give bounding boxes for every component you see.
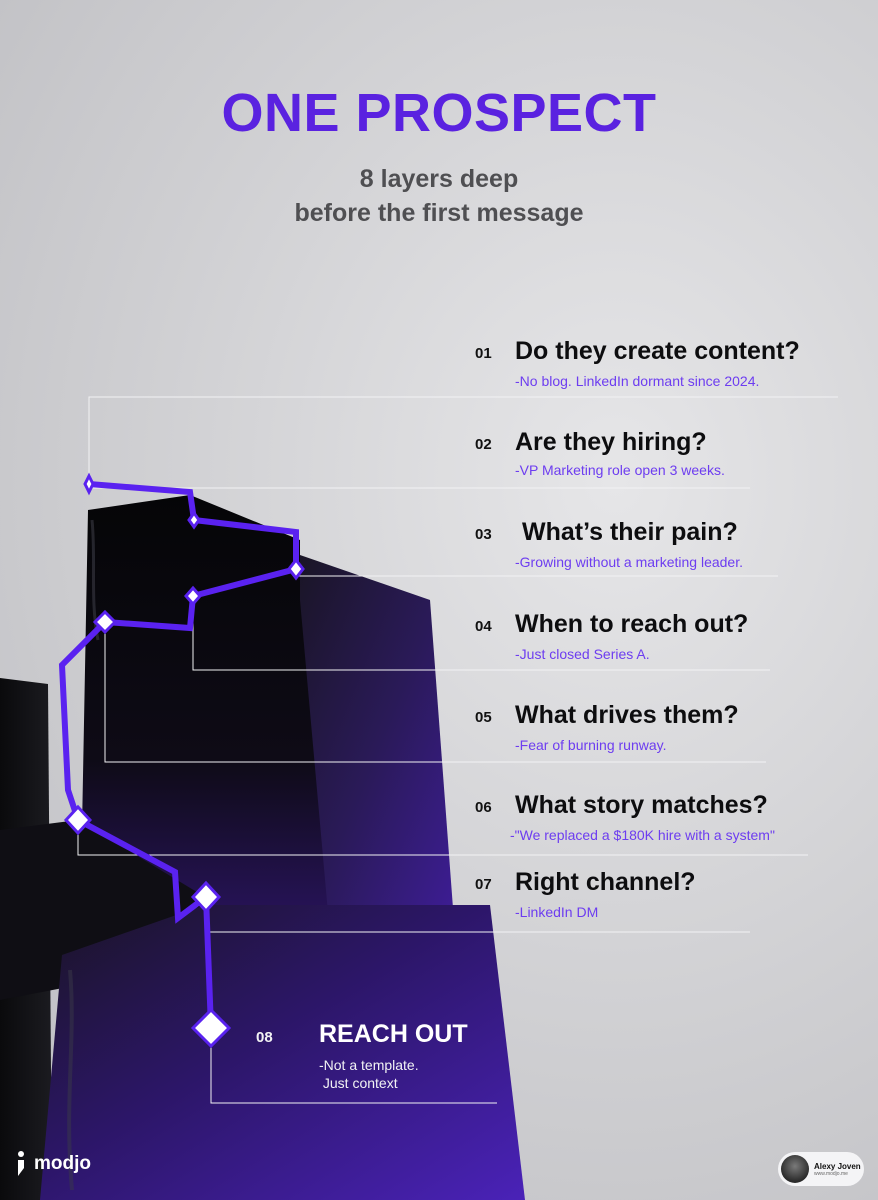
step-answer: -"We replaced a $180K hire with a system… [510,827,775,843]
step-number: 02 [475,436,492,453]
author-name: Alexy Joven [814,1161,861,1171]
diamond-04 [184,585,202,607]
leader-line-01 [88,396,838,484]
block-highlight [67,969,74,1191]
diamond-03 [287,557,305,581]
diamond-05 [92,609,118,635]
diamond-02 [187,510,201,530]
block-highlight [90,519,100,641]
step-number: 06 [475,799,492,816]
diamond-07 [190,880,222,914]
step-question: When to reach out? [515,610,749,638]
step-answer: -Just closed Series A. [515,646,650,662]
front-block [40,905,525,1200]
leader-line-05 [104,622,766,763]
brand-logo: modjo [14,1150,91,1178]
step-question: Right channel? [515,868,696,896]
step-number: 05 [475,709,492,726]
author-badge[interactable]: Alexy Joven www.modjo.me [778,1152,864,1186]
step-answer: -Not a template. Just context [319,1056,419,1092]
right-block [300,555,455,935]
step-answer-line: -Not a template. [319,1057,419,1073]
diamond-08 [190,1007,232,1049]
step-question: Do they create content? [515,337,800,365]
step-question: Are they hiring? [515,428,707,456]
step-number: 08 [256,1029,273,1046]
author-text: Alexy Joven www.modjo.me [814,1162,861,1177]
step-number: 04 [475,618,492,635]
author-site: www.modjo.me [814,1170,848,1177]
step-question: What story matches? [515,791,768,819]
step-answer: -LinkedIn DM [515,904,599,920]
leader-line-03 [295,569,778,577]
step-answer: -Fear of burning runway. [515,737,667,753]
step-answer: -Growing without a marketing leader. [515,554,743,570]
step-question: What’s their pain? [522,518,738,546]
modjo-logo-icon [18,1151,24,1176]
page-title: ONE PROSPECT [221,83,657,143]
step-question: What drives them? [515,701,739,729]
step-answer: -VP Marketing role open 3 weeks. [515,462,725,478]
step-number: 01 [475,345,492,362]
step-answer: -No blog. LinkedIn dormant since 2024. [515,373,760,389]
step-answer-line: Just context [319,1075,398,1091]
tall-block [80,495,330,935]
subtitle-line-2: before the first message [294,199,584,227]
leader-line-08 [210,1028,497,1104]
subtitle-line-1: 8 layers deep [359,165,519,193]
diamond-06 [63,804,93,836]
diamond-01 [83,472,95,496]
brand-name: modjo [34,1153,91,1174]
step-number: 07 [475,876,492,893]
step-number: 03 [475,526,492,543]
leader-line-02 [88,484,750,489]
step-question: REACH OUT [319,1020,468,1048]
avatar [781,1155,809,1183]
